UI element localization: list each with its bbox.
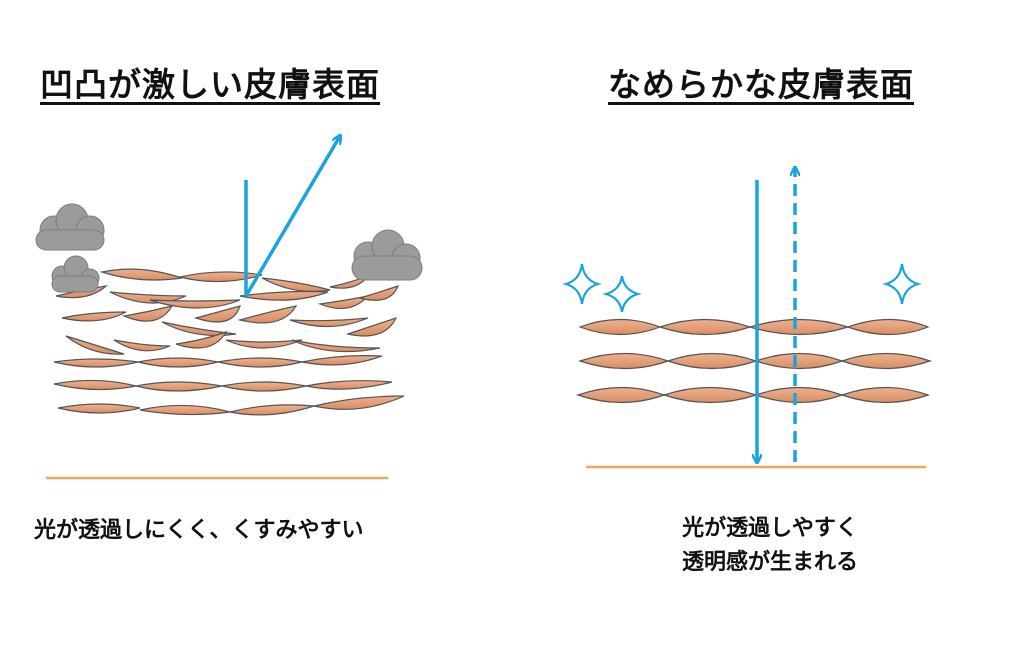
- skin-scale: [139, 404, 231, 416]
- skin-scale: [175, 330, 228, 349]
- skin-scale: [225, 339, 303, 349]
- skin-scale: [840, 352, 932, 370]
- skin-scale: [754, 386, 844, 404]
- skin-scale: [135, 381, 223, 392]
- skin-scale: [221, 381, 307, 392]
- skin-scale: [578, 318, 662, 336]
- skin-scale: [217, 357, 303, 368]
- rough-skin-caption: 光が透過しにくく、くすみやすい: [34, 518, 364, 543]
- skin-scale: [840, 386, 930, 404]
- skin-scale: [53, 379, 137, 391]
- rough-skin-layer: [53, 268, 405, 416]
- skin-scale: [161, 321, 237, 337]
- cloud-icon: [35, 203, 105, 251]
- skin-scale: [113, 339, 171, 352]
- skin-scale: [53, 358, 139, 368]
- skin-scale: [289, 317, 369, 328]
- skin-scale: [121, 305, 174, 322]
- smooth-skin-caption-line1: 光が透過しやすく: [682, 516, 858, 541]
- skin-scale: [578, 352, 670, 370]
- smooth-skin-caption-line2: 透明感が生まれる: [681, 550, 858, 575]
- cloud-icon: [51, 255, 100, 293]
- skin-scale: [137, 357, 219, 368]
- skin-scale: [291, 339, 381, 353]
- skin-scale: [305, 380, 393, 390]
- skin-scale: [576, 386, 666, 404]
- skin-scale: [658, 318, 752, 336]
- smooth-skin-caption: 光が透過しやすく 透明感が生まれる: [620, 512, 920, 580]
- skin-scale: [301, 355, 383, 366]
- skin-scale: [345, 316, 398, 337]
- skin-scale: [261, 277, 331, 293]
- reflected-light-arrow: [244, 136, 340, 297]
- skin-scale: [754, 352, 844, 370]
- cloud-icon: [351, 229, 423, 281]
- rough-skin-title: 凹凸が激しい皮膚表面: [40, 65, 380, 104]
- skin-scale: [61, 311, 127, 322]
- skin-scale: [357, 285, 400, 301]
- sparkle-icon: [882, 263, 922, 305]
- skin-scale: [229, 404, 315, 416]
- skin-scale: [747, 318, 851, 336]
- skin-scale: [193, 305, 241, 323]
- skin-scale: [846, 318, 930, 336]
- skin-scale: [239, 290, 329, 301]
- skin-scale: [237, 305, 298, 324]
- skin-scale: [65, 335, 125, 355]
- skin-scale: [313, 395, 405, 410]
- smooth-skin-layer: [576, 318, 932, 404]
- smooth-skin-title: なめらかな皮膚表面: [608, 65, 914, 104]
- skin-scale: [662, 386, 758, 404]
- skin-scale: [179, 271, 263, 283]
- sparkle-icon: [602, 275, 642, 313]
- skin-scale: [149, 299, 241, 309]
- skin-scale: [57, 403, 141, 414]
- skin-scale: [99, 268, 183, 281]
- sparkle-icon: [562, 263, 602, 305]
- skin-scale: [666, 352, 758, 370]
